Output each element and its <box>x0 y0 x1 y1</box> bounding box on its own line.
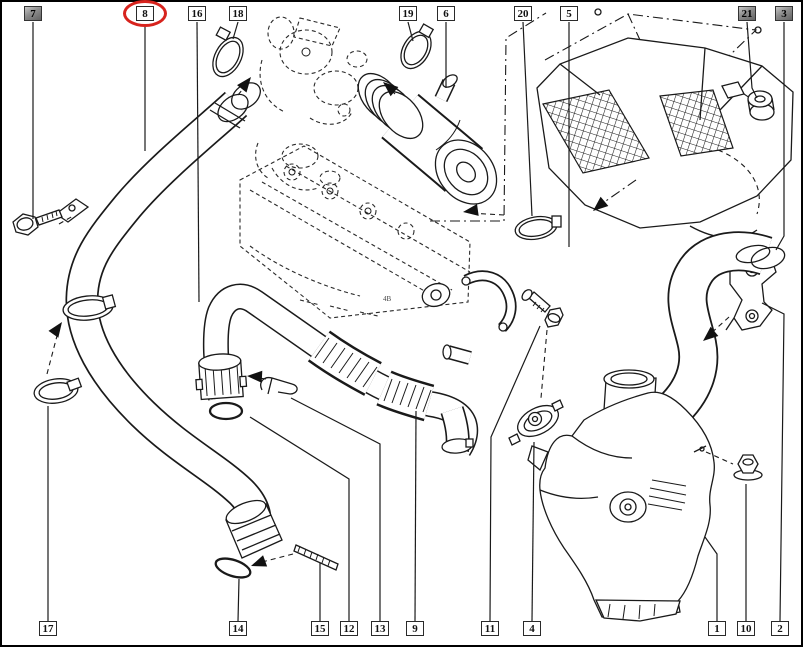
leader-line-14 <box>237 578 240 622</box>
flange-4-drawing <box>508 399 564 446</box>
part-callout-3: 3 <box>775 6 793 21</box>
intake-manifold-ghost: 4B <box>239 145 471 319</box>
assembly-arrows <box>46 77 730 567</box>
nut-10-drawing <box>705 451 763 481</box>
leader-line-2 <box>761 302 785 622</box>
resonator-drawing <box>527 391 715 622</box>
leader-line-3 <box>775 22 785 251</box>
o-ring-14-drawing <box>214 557 252 579</box>
part-callout-2: 2 <box>771 621 789 636</box>
air-filter-housing-drawing <box>536 8 794 239</box>
throttle-body-ghost <box>255 16 368 191</box>
leader-line-19 <box>407 21 414 42</box>
part-callout-19: 19 <box>399 6 417 21</box>
part-callout-9: 9 <box>406 621 424 636</box>
part-callout-21: 21 <box>738 6 756 21</box>
o-ring-12-drawing <box>208 401 244 421</box>
leader-lines <box>32 21 785 622</box>
pin-15-drawing <box>293 544 339 571</box>
clamp-19-drawing <box>400 23 435 70</box>
part-callout-8: 8 <box>136 6 154 21</box>
bolt-7-drawing <box>12 209 74 236</box>
maf-duct-drawing <box>357 72 498 205</box>
part-callout-14: 14 <box>229 621 247 636</box>
part-callout-11: 11 <box>481 621 499 636</box>
leader-line-11 <box>489 325 541 622</box>
leader-line-4 <box>531 441 535 622</box>
part-callout-6: 6 <box>437 6 455 21</box>
leader-line-16 <box>196 21 200 303</box>
engine-stamp: 4B <box>383 295 392 303</box>
leader-line-1 <box>704 536 718 621</box>
clip-13-drawing <box>260 376 298 395</box>
leader-line-21 <box>746 21 758 99</box>
hose-8-drawing <box>54 82 283 559</box>
leader-line-13 <box>290 397 381 621</box>
part-callout-15: 15 <box>311 621 329 636</box>
part-callout-5: 5 <box>560 6 578 21</box>
part-callout-12: 12 <box>340 621 358 636</box>
center-hose-drawing <box>195 270 517 456</box>
part-callout-20: 20 <box>514 6 532 21</box>
corrugation-ribs <box>314 337 432 413</box>
part-callout-7: 7 <box>24 6 42 21</box>
clamp-17-drawing <box>33 377 83 404</box>
part-callout-16: 16 <box>188 6 206 21</box>
clamp-18-drawing <box>212 26 244 78</box>
bolt-11-drawing <box>521 289 564 399</box>
part-callout-10: 10 <box>737 621 755 636</box>
leader-line-20 <box>522 21 533 217</box>
part-callout-17: 17 <box>39 621 57 636</box>
leader-line-18 <box>232 21 239 40</box>
leader-line-12 <box>249 416 350 621</box>
clamp-20-drawing <box>514 215 562 241</box>
part-callout-1: 1 <box>708 621 726 636</box>
grommet-21-drawing <box>747 90 775 121</box>
part-callout-4: 4 <box>523 621 541 636</box>
leader-line-9 <box>414 410 417 622</box>
part-callout-13: 13 <box>371 621 389 636</box>
boundary-line <box>430 12 547 222</box>
part-callout-18: 18 <box>229 6 247 21</box>
